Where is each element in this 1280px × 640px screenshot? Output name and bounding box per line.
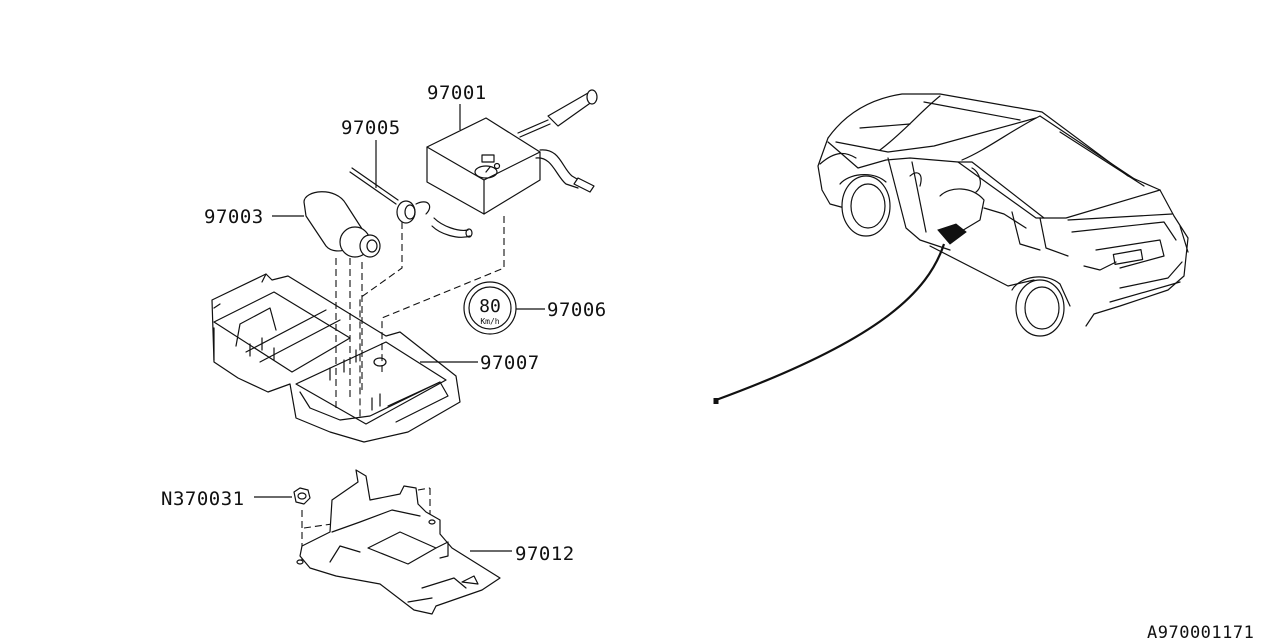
hose-part xyxy=(349,167,473,238)
nut-part xyxy=(293,487,311,505)
document-id: A970001171 xyxy=(1147,623,1254,640)
cover-part xyxy=(296,469,501,615)
vehicle-illustration xyxy=(713,93,1189,404)
speed-sticker-unit: Km/h xyxy=(480,317,499,326)
compressor-part xyxy=(426,89,598,215)
sealant-bottle-part xyxy=(303,191,381,258)
label-compressor: 97001 xyxy=(427,82,487,104)
label-sealant-bottle: 97003 xyxy=(204,206,264,228)
speed-sticker-part: 80 Km/h xyxy=(463,281,517,335)
label-hose: 97005 xyxy=(341,117,401,139)
label-nut: N370031 xyxy=(161,488,245,510)
assembly-guides xyxy=(301,216,505,562)
label-tray: 97007 xyxy=(480,352,540,374)
speed-sticker-value: 80 xyxy=(479,296,501,317)
label-speed-sticker: 97006 xyxy=(547,299,607,321)
label-cover: 97012 xyxy=(515,543,575,565)
